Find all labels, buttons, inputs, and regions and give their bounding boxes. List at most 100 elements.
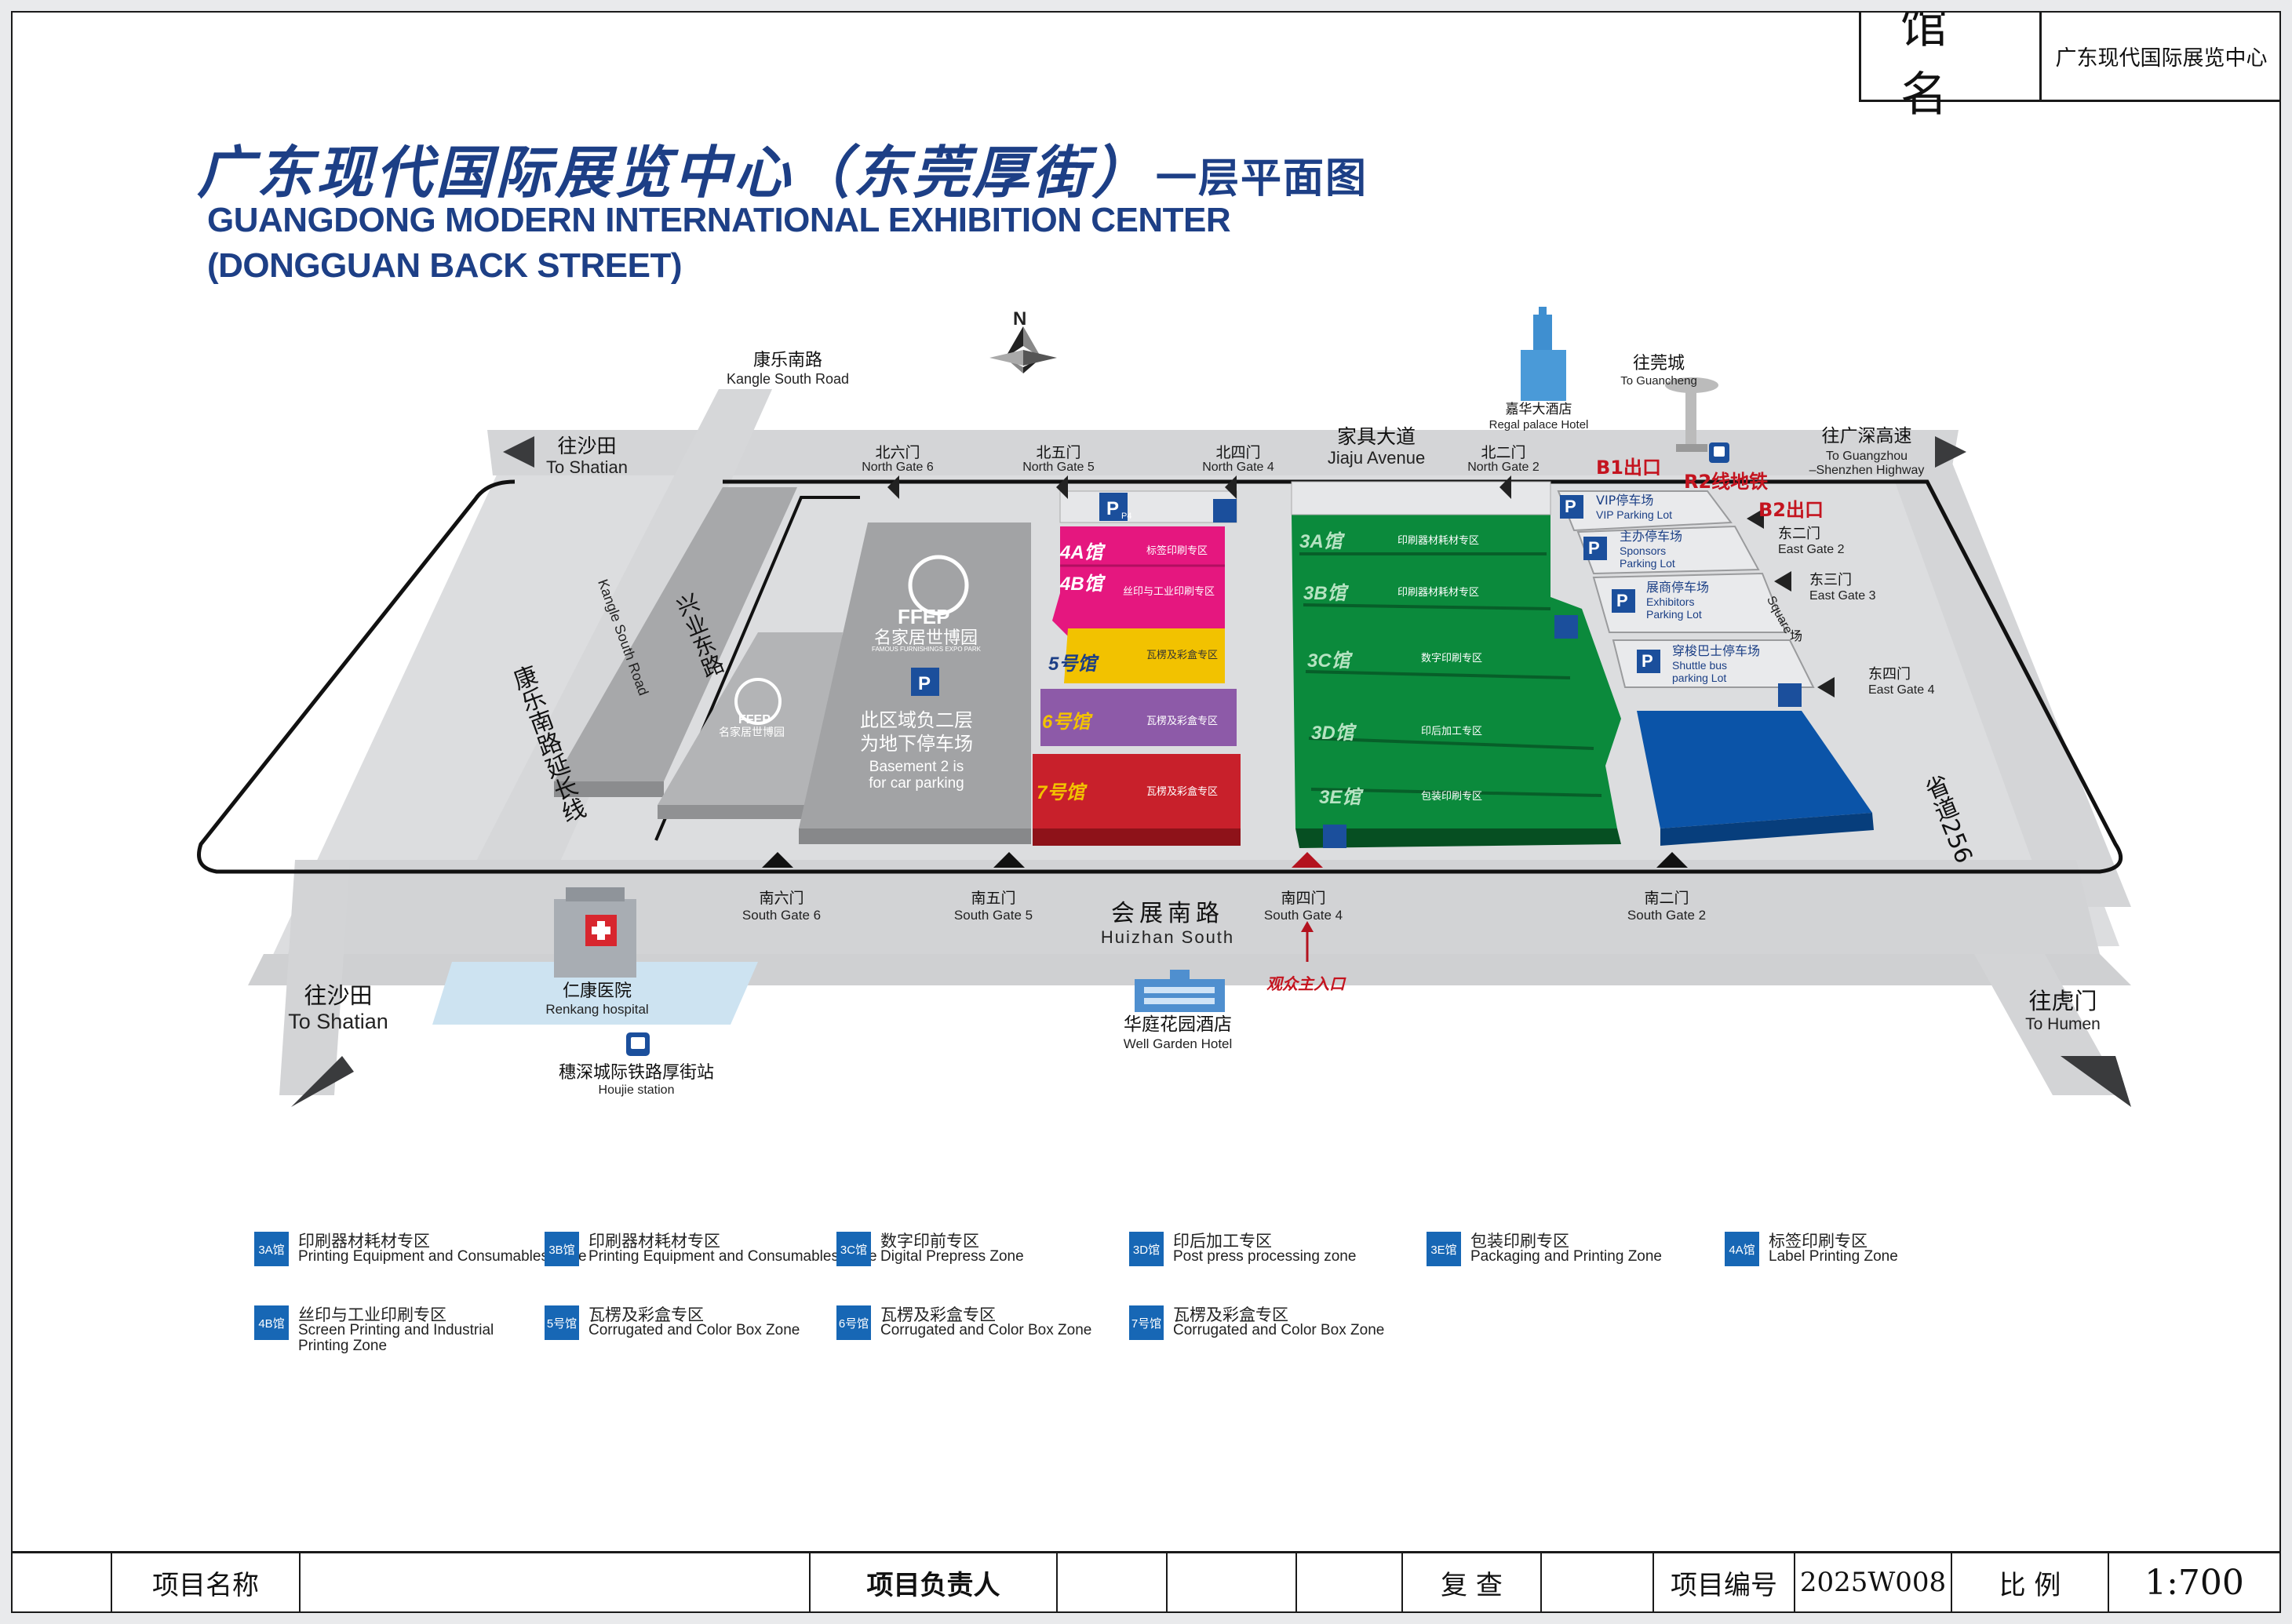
hall-4b-label: 4B馆 bbox=[1060, 573, 1103, 595]
north-gate-5-en: North Gate 5 bbox=[1022, 461, 1095, 474]
north-gate-2-icon bbox=[1499, 475, 1511, 499]
to-highway-en-2: –Shenzhen Highway bbox=[1809, 464, 1925, 477]
blue-hall bbox=[1637, 711, 1872, 828]
south-gate-5-cn: 南五门 bbox=[971, 890, 1016, 907]
shuttle-south-icon bbox=[1323, 825, 1346, 848]
to-highway-cn: 往广深高速 bbox=[1821, 426, 1912, 446]
legend-en-7: Corrugated and Color Box Zone bbox=[1173, 1322, 1385, 1338]
east-gate-4-cn: 东四门 bbox=[1868, 666, 1911, 683]
legend-cn-5: 瓦楞及彩盒专区 bbox=[588, 1305, 704, 1324]
compass-icon bbox=[989, 326, 1057, 373]
south-gate-6-en: South Gate 6 bbox=[742, 908, 822, 923]
venue-name-box: 馆 名 广东现代国际展览中心 bbox=[1859, 13, 2279, 122]
legend-code-3d: 3D馆 bbox=[1129, 1232, 1164, 1266]
metro-exit-b2: B2出口 bbox=[1758, 499, 1824, 521]
parking-strip-3 bbox=[1592, 572, 1787, 633]
footer-project-name-label: 项目名称 bbox=[111, 1553, 299, 1611]
east-road bbox=[1876, 430, 2131, 907]
parking-p1-cn: VIP停车场 bbox=[1596, 493, 1654, 508]
svg-text:P: P bbox=[918, 673, 931, 694]
basement-en-2: for car parking bbox=[869, 775, 964, 792]
hall-7 bbox=[1033, 754, 1241, 828]
main-entrance-label: 观众主入口 bbox=[1266, 974, 1345, 993]
footer-project-no: 2025W008 bbox=[1794, 1553, 1951, 1611]
footer-review-label: 复 查 bbox=[1401, 1553, 1540, 1611]
hall-6-label: 6号馆 bbox=[1042, 712, 1091, 733]
legend-cn-6: 瓦楞及彩盒专区 bbox=[880, 1305, 996, 1324]
arrow-west-top-icon bbox=[503, 436, 534, 468]
parking-p3-en2: Parking Lot bbox=[1646, 608, 1702, 621]
hall-3a-zone: 印刷器材耗材专区 bbox=[1397, 535, 1480, 547]
legend-item-3e: 3E馆 包装印刷专区 Packaging and Printing Zone bbox=[1427, 1229, 1709, 1279]
basement-en-1: Basement 2 is bbox=[869, 759, 964, 775]
floor-plan-sheet: 馆 名 广东现代国际展览中心 广东现代国际展览中心（东莞厚街）一层平面图 GUA… bbox=[11, 11, 2281, 1613]
east-gate-4-icon bbox=[1817, 677, 1835, 697]
hall-3b-zone: 印刷器材耗材专区 bbox=[1397, 587, 1480, 599]
shuttle-east-icon bbox=[1554, 615, 1578, 639]
legend-cn-4a: 标签印刷专区 bbox=[1769, 1232, 1867, 1251]
legend-item-6: 6号馆 瓦楞及彩盒专区 Corrugated and Color Box Zon… bbox=[836, 1302, 1119, 1353]
p5-icon: P bbox=[911, 668, 939, 696]
parking-p3-letter: P bbox=[1616, 591, 1628, 610]
north-gate-5-cn: 北五门 bbox=[1036, 444, 1081, 461]
north-gate-4-en: North Gate 4 bbox=[1202, 461, 1274, 474]
hall-6 bbox=[1040, 689, 1237, 746]
hall-3d-label: 3D馆 bbox=[1311, 723, 1354, 744]
parking-p2-icon bbox=[1583, 537, 1607, 560]
title-cn-sub: 一层平面图 bbox=[1156, 155, 1368, 202]
ffep-logo-icon bbox=[908, 555, 969, 616]
well-garden-hotel-icon bbox=[1135, 970, 1225, 1012]
ffep-block-1 bbox=[554, 487, 797, 781]
p4-icon: P P4 bbox=[1099, 493, 1131, 521]
ffep-cn-name: 名家居世博园 bbox=[874, 628, 978, 648]
footer-review-value bbox=[1540, 1553, 1652, 1611]
south-gate-6-icon bbox=[762, 852, 793, 868]
legend-cn-3a: 印刷器材耗材专区 bbox=[298, 1232, 430, 1251]
legend-en-3e: Packaging and Printing Zone bbox=[1470, 1248, 1662, 1265]
houjie-station-cn: 穗深城际铁路厚街站 bbox=[558, 1063, 715, 1083]
metro-r2: R2线地铁 bbox=[1684, 471, 1769, 493]
title-cn-main: 广东现代国际展览中心（东莞厚街） bbox=[197, 140, 1152, 206]
legend-cn-3e: 包装印刷专区 bbox=[1470, 1232, 1569, 1251]
legend-code-5: 5号馆 bbox=[545, 1305, 579, 1340]
huizhan-road-en: Huizhan South bbox=[1100, 927, 1235, 947]
hospital-cn: 仁康医院 bbox=[562, 981, 632, 1001]
south-gate-4-cn: 南四门 bbox=[1281, 890, 1326, 907]
parking-p3-cn: 展商停车场 bbox=[1646, 580, 1710, 595]
hall-5-zone: 瓦楞及彩盒专区 bbox=[1146, 650, 1219, 661]
footer-leader-label: 项目负责人 bbox=[809, 1553, 1056, 1611]
arrow-se-icon bbox=[2061, 1056, 2131, 1107]
north-gate-2-cn: 北二门 bbox=[1481, 444, 1526, 461]
hall-4a-zone: 标签印刷专区 bbox=[1146, 545, 1208, 557]
east-gate-3-en: East Gate 3 bbox=[1809, 589, 1876, 603]
legend-cn-4b: 丝印与工业印刷专区 bbox=[298, 1305, 446, 1324]
kangle-road-label-en: Kangle South Road bbox=[726, 371, 850, 387]
hall-3d-zone: 印后加工专区 bbox=[1421, 726, 1483, 737]
parking-p4-icon bbox=[1637, 650, 1660, 673]
legend-cn-3d: 印后加工专区 bbox=[1173, 1232, 1272, 1251]
venue-name-value: 广东现代国际展览中心 bbox=[2055, 46, 2268, 71]
legend-en-3b: Printing Equipment and Consumables Zone bbox=[588, 1248, 877, 1265]
footer-blank-1 bbox=[13, 1553, 111, 1611]
hall-3c-label: 3C馆 bbox=[1307, 650, 1350, 672]
ffep-logo-small-icon bbox=[734, 678, 782, 725]
legend-item-7: 7号馆 瓦楞及彩盒专区 Corrugated and Color Box Zon… bbox=[1129, 1302, 1412, 1353]
legend-cn-3c: 数字印前专区 bbox=[880, 1232, 979, 1251]
hall-3e-zone: 包装印刷专区 bbox=[1421, 791, 1483, 803]
title-en-line1: GUANGDONG MODERN INTERNATIONAL EXHIBITIO… bbox=[207, 201, 1231, 239]
legend-en-5: Corrugated and Color Box Zone bbox=[588, 1322, 800, 1338]
hall-5 bbox=[1064, 628, 1225, 683]
parking-p4-en2: parking Lot bbox=[1672, 672, 1727, 684]
parking-p1-icon bbox=[1560, 495, 1583, 519]
legend-en-3d: Post press processing zone bbox=[1173, 1248, 1357, 1265]
to-guancheng-en: To Guancheng bbox=[1620, 374, 1697, 388]
metro-houjie-icon bbox=[626, 1032, 650, 1056]
legend-en-4a: Label Printing Zone bbox=[1769, 1248, 1898, 1265]
basement-cn-2: 为地下停车场 bbox=[860, 733, 973, 755]
kangle-road bbox=[428, 389, 772, 954]
arrow-east-top-icon bbox=[1935, 436, 1966, 468]
parking-p3-icon bbox=[1612, 589, 1635, 613]
hall-6-zone: 瓦楞及彩盒专区 bbox=[1146, 716, 1219, 727]
to-shatian-bottom-cn: 往沙田 bbox=[304, 982, 373, 1009]
hall-3c-zone: 数字印刷专区 bbox=[1421, 653, 1483, 665]
